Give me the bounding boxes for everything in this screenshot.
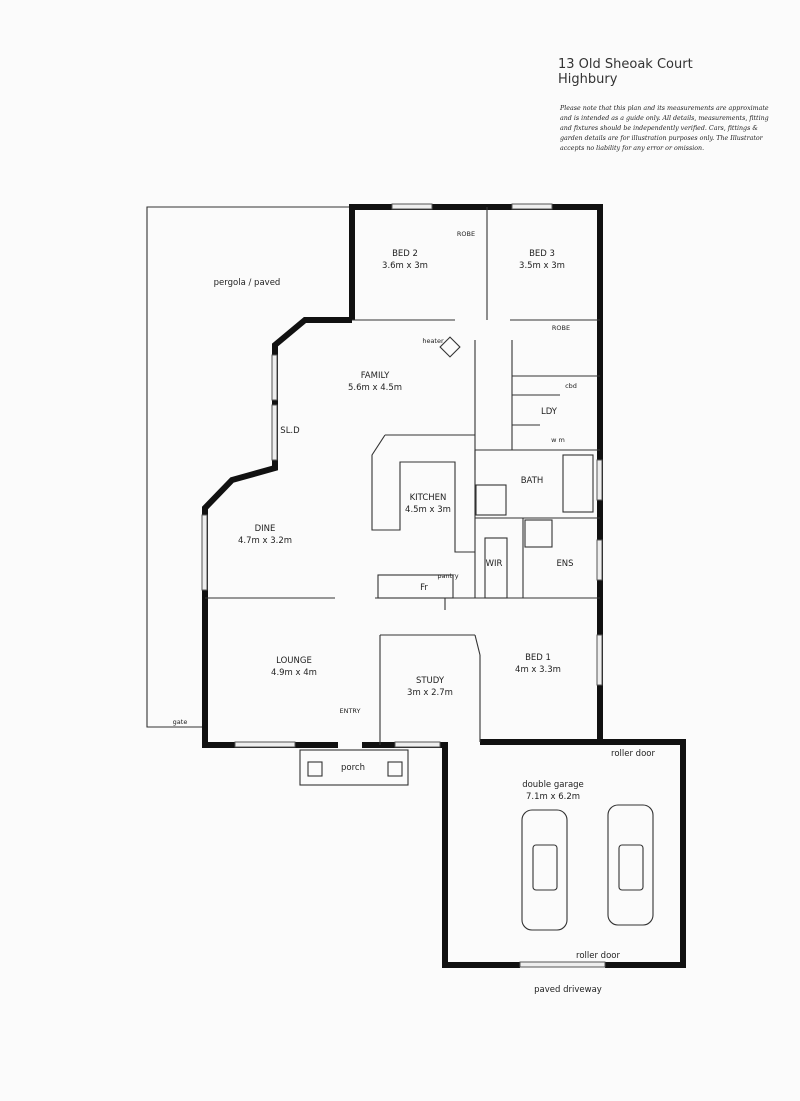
disclaimer: Please note that this plan and its measu… <box>560 105 769 152</box>
size-family: 5.6m x 4.5m <box>348 383 402 393</box>
size-kitchen: 4.5m x 3m <box>405 505 451 515</box>
label-sliding-door: SL.D <box>280 426 300 436</box>
roller-door-bottom <box>519 961 606 968</box>
label-heater: heater <box>422 337 444 345</box>
label-bed2: BED 2 <box>392 249 418 259</box>
pergola-outline <box>146 206 352 728</box>
label-garage: double garage <box>522 780 584 790</box>
size-study: 3m x 2.7m <box>407 688 453 698</box>
family-dine-wall <box>202 317 352 748</box>
size-dine: 4.7m x 3.2m <box>238 536 292 546</box>
window <box>511 203 553 210</box>
label-robe-1: ROBE <box>457 230 475 238</box>
label-pergola: pergola / paved <box>214 278 281 288</box>
label-study: STUDY <box>416 676 445 686</box>
address-line-1: 13 Old Sheoak Court <box>558 57 693 72</box>
address-line-2: Highbury <box>558 72 618 87</box>
window <box>596 634 603 686</box>
label-bath: BATH <box>521 476 544 486</box>
label-family: FAMILY <box>361 371 390 381</box>
window <box>394 741 441 748</box>
label-lounge: LOUNGE <box>276 656 312 666</box>
window <box>234 741 296 748</box>
window <box>271 354 278 401</box>
label-fridge: Fr <box>420 583 428 593</box>
window <box>391 203 433 210</box>
address: 13 Old Sheoak Court Highbury <box>558 57 693 87</box>
label-cbd: cbd <box>565 382 577 390</box>
label-robe-2: ROBE <box>552 324 570 332</box>
label-kitchen: KITCHEN <box>410 493 447 503</box>
window <box>201 514 208 591</box>
label-gate: gate <box>173 718 188 726</box>
size-bed3: 3.5m x 3m <box>519 261 565 271</box>
label-bed3: BED 3 <box>529 249 555 259</box>
label-roller-door-bottom: roller door <box>576 951 620 961</box>
garage-wall <box>442 742 520 968</box>
size-lounge: 4.9m x 4m <box>271 668 317 678</box>
label-pantry: pantry <box>437 572 458 580</box>
label-roller-door-top: roller door <box>611 749 655 759</box>
size-bed2: 3.6m x 3m <box>382 261 428 271</box>
label-laundry: LDY <box>541 407 558 417</box>
label-porch: porch <box>341 763 365 773</box>
label-wir: WIR <box>486 559 503 569</box>
label-wm: w m <box>551 436 565 444</box>
interior-walls <box>205 207 654 931</box>
window <box>271 404 278 461</box>
label-dine: DINE <box>255 524 276 534</box>
window <box>596 539 603 581</box>
window <box>596 459 603 501</box>
label-entry: ENTRY <box>339 707 360 715</box>
label-bed1: BED 1 <box>525 653 551 663</box>
label-ensuite: ENS <box>556 559 573 569</box>
garage-wall-right <box>600 739 686 968</box>
size-garage: 7.1m x 6.2m <box>526 792 580 802</box>
size-bed1: 4m x 3.3m <box>515 665 561 675</box>
label-driveway: paved driveway <box>534 985 602 995</box>
